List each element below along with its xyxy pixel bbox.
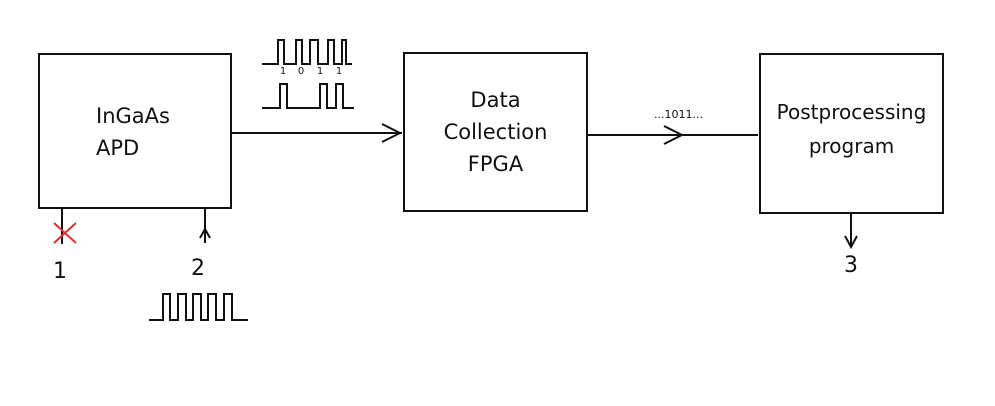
apd-to-fpga-arrowhead bbox=[381, 123, 403, 143]
fpga-label-line2: Collection bbox=[443, 120, 548, 144]
gate-pulse-train bbox=[149, 293, 248, 321]
apd-label-line2: APD bbox=[96, 136, 140, 160]
marker-1-label: 1 bbox=[53, 259, 67, 284]
detected-pulse-train bbox=[262, 83, 354, 109]
bit-label-1: 1 bbox=[279, 66, 287, 77]
fpga-label-line1: Data bbox=[470, 88, 521, 112]
fpga-block bbox=[403, 52, 588, 212]
fpga-label-line3: FPGA bbox=[467, 152, 524, 176]
marker-3-label: 3 bbox=[844, 253, 858, 278]
fpga-to-post-arrowhead bbox=[663, 125, 685, 145]
bit-label-4: 1 bbox=[335, 66, 343, 77]
post-label-line2: program bbox=[808, 134, 895, 158]
apd-block bbox=[38, 53, 232, 209]
apd-label-line1: InGaAs bbox=[96, 104, 170, 128]
post-label-line1: Postprocessing bbox=[776, 100, 927, 124]
port-3-arrowhead bbox=[844, 235, 858, 250]
clock-pulse-train-top bbox=[262, 39, 352, 65]
cross-mark-icon-2 bbox=[53, 222, 77, 244]
bitstream-label: ...1011... bbox=[654, 108, 703, 121]
port-2-arrowhead bbox=[199, 226, 211, 239]
bit-label-3: 1 bbox=[316, 66, 324, 77]
bit-label-2: 0 bbox=[297, 66, 305, 77]
marker-2-label: 2 bbox=[191, 256, 205, 281]
